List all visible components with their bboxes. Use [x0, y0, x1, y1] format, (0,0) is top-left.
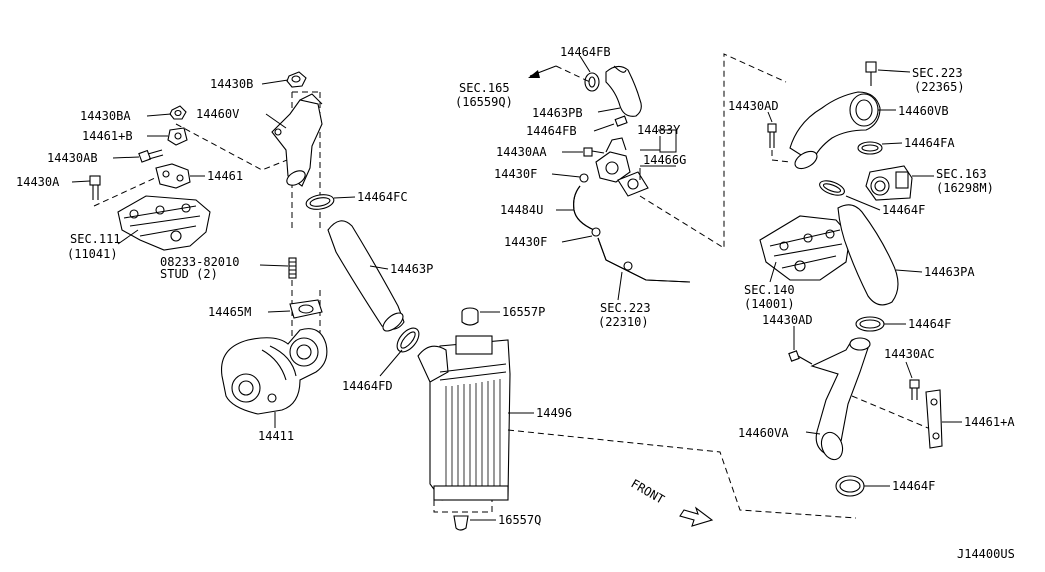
front-arrow-icon — [679, 506, 714, 527]
label-14464fa[interactable]: 14464FA — [904, 136, 955, 150]
clamp-14464f-2-part[interactable] — [855, 316, 885, 332]
bolt-14430aa-part[interactable] — [583, 147, 605, 157]
label-sec165-b[interactable]: (16559Q) — [455, 95, 513, 109]
label-14484u[interactable]: 14484U — [500, 203, 543, 217]
label-14461[interactable]: 14461 — [207, 169, 243, 183]
outlet-pipe-14460v-part[interactable] — [271, 93, 323, 188]
label-sec140-a[interactable]: SEC.140 — [744, 283, 795, 297]
turbocharger-14411-part[interactable] — [220, 328, 328, 415]
nut-14430ba-part[interactable] — [169, 105, 187, 120]
clamp-14464fd-part[interactable] — [393, 324, 423, 356]
gasket-14465m-part[interactable] — [289, 299, 323, 319]
label-14496[interactable]: 14496 — [536, 406, 572, 420]
label-14430f-b[interactable]: 14430F — [504, 235, 547, 249]
clamp-14464fb-top-part[interactable] — [584, 72, 600, 92]
label-14463pb[interactable]: 14463PB — [532, 106, 583, 120]
label-sec223a-a[interactable]: SEC.223 — [600, 301, 651, 315]
label-14430ad-bot[interactable]: 14430AD — [762, 313, 813, 327]
label-16557p[interactable]: 16557P — [502, 305, 545, 319]
label-14430f-a[interactable]: 14430F — [494, 167, 537, 181]
label-sec140-b[interactable]: (14001) — [744, 297, 795, 311]
label-14463p[interactable]: 14463P — [390, 262, 433, 276]
hose-14463pb-part[interactable] — [605, 65, 642, 117]
label-sec111-a[interactable]: SEC.111 — [70, 232, 121, 246]
label-14464fb[interactable]: 14464FB — [526, 124, 577, 138]
label-14430a[interactable]: 14430A — [16, 175, 60, 189]
hose-14463pa-part[interactable] — [837, 204, 899, 306]
label-14411[interactable]: 14411 — [258, 429, 294, 443]
clamp-14464f-1-part[interactable] — [818, 178, 847, 198]
intercooler-14496-part[interactable] — [417, 335, 511, 501]
label-14461b[interactable]: 14461+B — [82, 129, 133, 143]
bracket-14461a-part[interactable] — [925, 389, 943, 449]
front-label: FRONT — [629, 476, 667, 506]
label-14430ba[interactable]: 14430BA — [80, 109, 131, 123]
bolt-14430a-part[interactable] — [89, 175, 101, 200]
label-14430ac[interactable]: 14430AC — [884, 347, 935, 361]
clamp-14464fa-part[interactable] — [857, 141, 883, 155]
label-14464f-1[interactable]: 14464F — [882, 203, 925, 217]
clip-14430f-lower-part[interactable] — [591, 227, 601, 237]
label-14463pa[interactable]: 14463PA — [924, 265, 975, 279]
hose-14484u-part[interactable] — [573, 185, 595, 231]
label-sec163-b[interactable]: (16298M) — [936, 181, 994, 195]
label-14430ad-top[interactable]: 14430AD — [728, 99, 779, 113]
label-14461a[interactable]: 14461+A — [964, 415, 1015, 429]
valve-14483y-part[interactable] — [595, 137, 631, 183]
pipe-sec223-22310-part[interactable] — [597, 237, 691, 283]
manifold-sec111-part[interactable] — [117, 195, 211, 251]
label-14464f-2[interactable]: 14464F — [908, 317, 951, 331]
bolt-14430ac-part[interactable] — [909, 379, 920, 400]
label-14483y[interactable]: 14483Y — [637, 123, 681, 137]
label-14430b[interactable]: 14430B — [210, 77, 253, 91]
stud-08233-82010-part[interactable] — [288, 257, 297, 279]
throttle-sec163-part[interactable] — [865, 165, 913, 201]
label-14466g[interactable]: 14466G — [643, 153, 686, 167]
clamp-14464fb-part[interactable] — [614, 115, 628, 127]
bolt-14430ad-bottom-part[interactable] — [788, 350, 813, 365]
label-14464f-3[interactable]: 14464F — [892, 479, 935, 493]
label-sec223b-b[interactable]: (22365) — [914, 80, 965, 94]
label-14464fb-top[interactable]: 14464FB — [560, 45, 611, 59]
diagram-code: J14400US — [957, 547, 1015, 561]
sensor-sec223-22365-part[interactable] — [865, 61, 877, 86]
cap-16557p-part[interactable] — [461, 307, 479, 326]
clamp-14464fc-part[interactable] — [305, 193, 335, 212]
label-stud-a[interactable]: 08233-82010 — [160, 255, 239, 269]
pipe-14460va-part[interactable] — [810, 337, 871, 463]
sec165-arrow-icon — [528, 65, 557, 78]
pipe-14460vb-part[interactable] — [789, 91, 881, 172]
clip-14430f-upper-part[interactable] — [579, 173, 589, 183]
cap-16557q-part[interactable] — [453, 515, 469, 531]
bolt-14430ad-top-part[interactable] — [767, 123, 777, 148]
nut-14430b-part[interactable] — [286, 71, 307, 88]
label-sec163-a[interactable]: SEC.163 — [936, 167, 987, 181]
label-14460vb[interactable]: 14460VB — [898, 104, 949, 118]
clamp-14464f-3-part[interactable] — [835, 475, 865, 497]
bolt-14430ab-part[interactable] — [138, 149, 164, 163]
label-sec165-a[interactable]: SEC.165 — [459, 81, 510, 95]
bracket-14461b-part[interactable] — [167, 127, 188, 146]
label-16557q[interactable]: 16557Q — [498, 513, 541, 527]
label-14460v[interactable]: 14460V — [196, 107, 239, 121]
label-14464fd[interactable]: 14464FD — [342, 379, 393, 393]
label-sec111-b[interactable]: (11041) — [67, 247, 118, 261]
label-sec223a-b[interactable]: (22310) — [598, 315, 649, 329]
bracket-14461-part[interactable] — [155, 163, 191, 189]
label-stud-b[interactable]: STUD (2) — [160, 267, 218, 281]
intercooler-fins — [445, 379, 501, 494]
label-sec223b-a[interactable]: SEC.223 — [912, 66, 963, 80]
label-14464fc[interactable]: 14464FC — [357, 190, 408, 204]
label-14465m[interactable]: 14465M — [208, 305, 251, 319]
hose-14463p-part[interactable] — [327, 220, 406, 334]
label-14460va[interactable]: 14460VA — [738, 426, 789, 440]
label-14430ab[interactable]: 14430AB — [47, 151, 98, 165]
label-14430aa[interactable]: 14430AA — [496, 145, 547, 159]
